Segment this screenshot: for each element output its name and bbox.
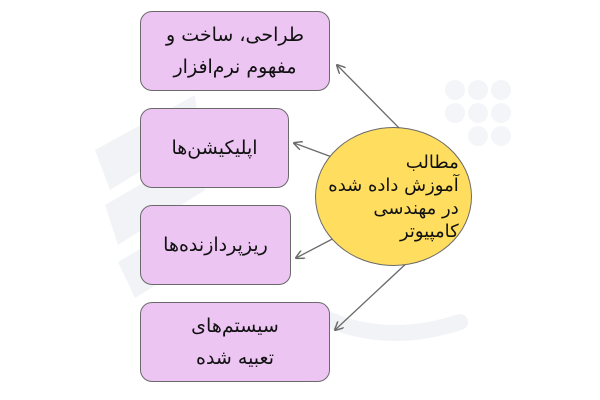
topic-software-design: طراحی، ساخت و مفهوم نرم‌افزار (140, 11, 330, 91)
central-concept-node: مطالب آموزش داده شده در مهندسی کامپیوتر (315, 127, 472, 266)
topic-applications: اپلیکیشن‌ها (140, 108, 289, 188)
topic-label: سیستم‌های تعبیه شده (191, 315, 279, 369)
topic-label: اپلیکیشن‌ها (171, 137, 258, 159)
topic-label: طراحی، ساخت و مفهوم نرم‌افزار (166, 24, 304, 78)
topic-embedded-systems: سیستم‌های تعبیه شده (140, 302, 330, 382)
arrow-to-software (337, 65, 406, 135)
topic-label: ریزپردازنده‌ها (163, 234, 268, 256)
arrow-to-embedded-systems (335, 259, 411, 330)
central-concept-label: مطالب آموزش داده شده در مهندسی کامپیوتر (328, 151, 459, 242)
topic-microprocessors: ریزپردازنده‌ها (140, 205, 291, 285)
